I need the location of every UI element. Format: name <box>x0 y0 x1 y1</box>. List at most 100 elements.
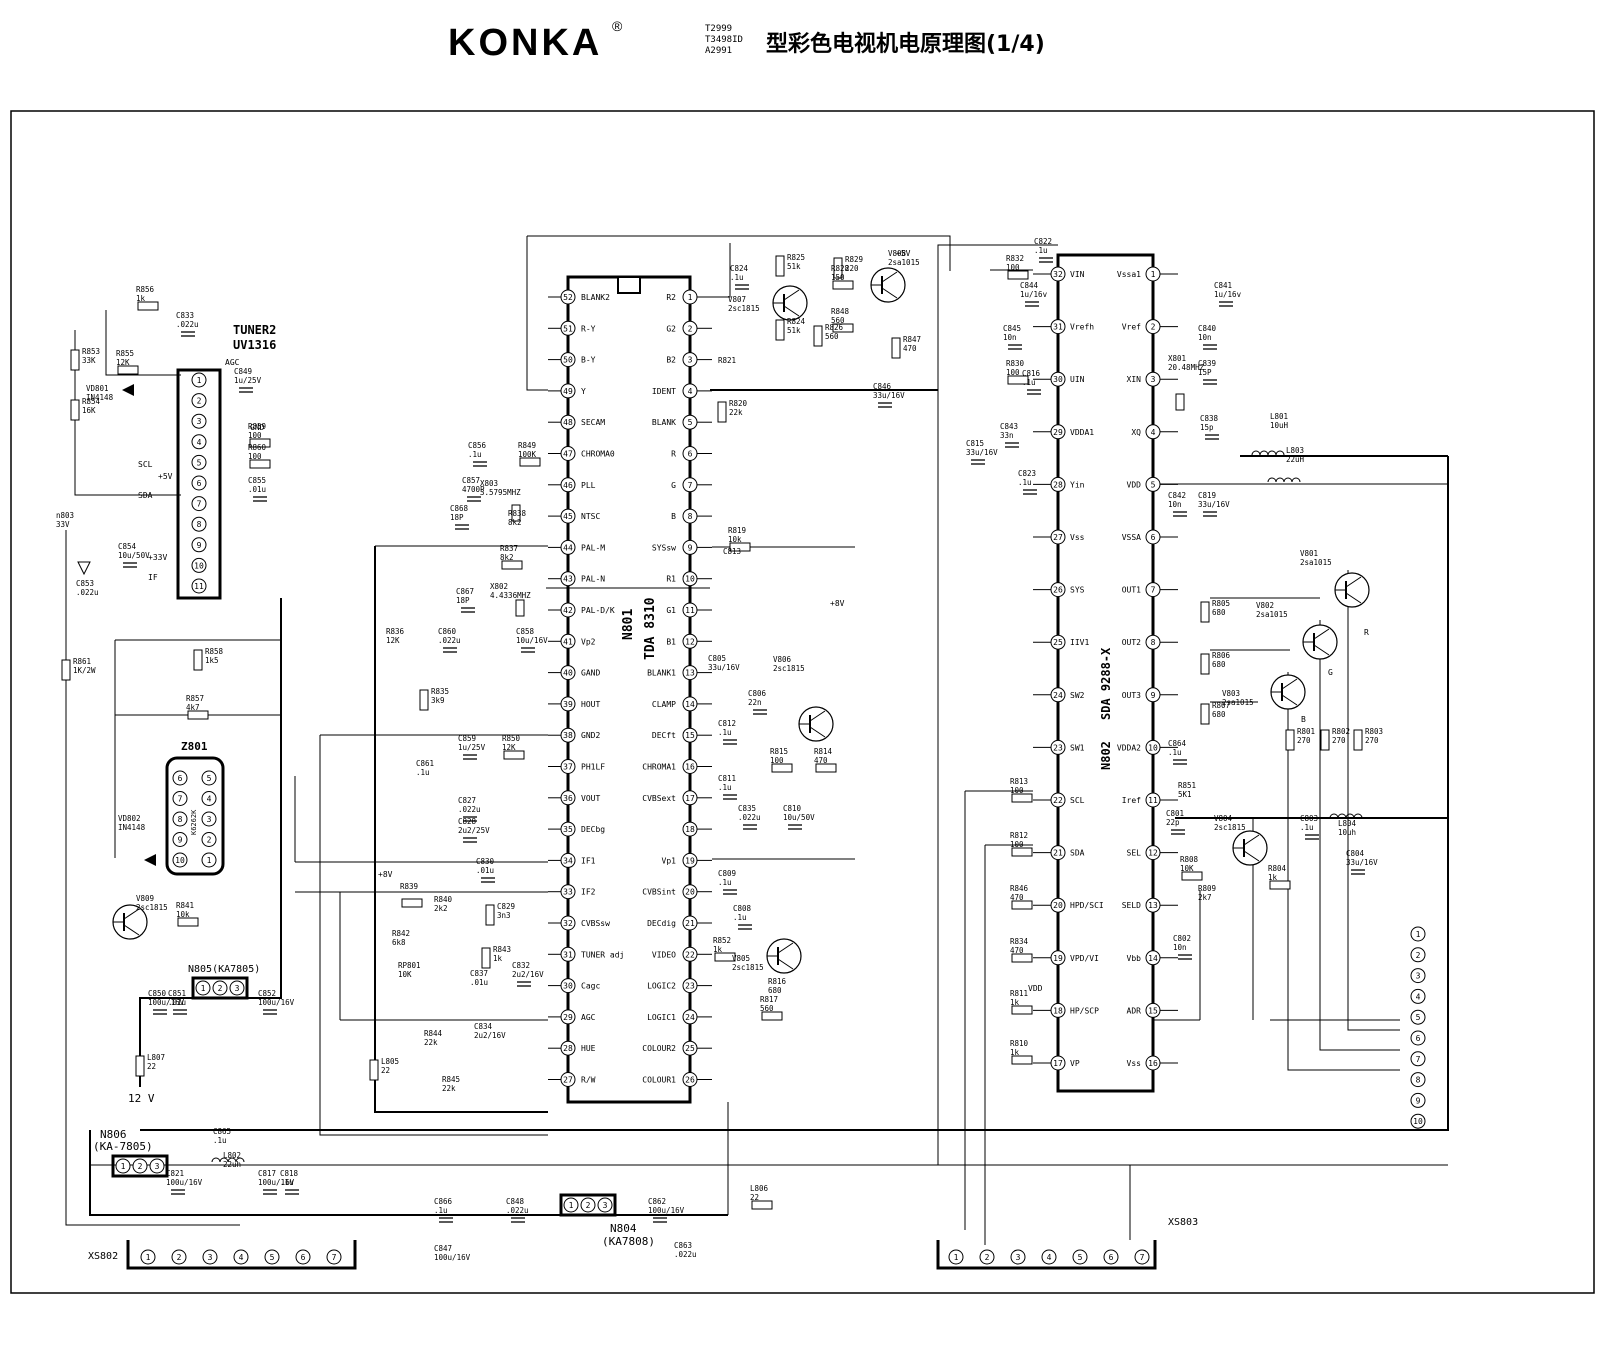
component-value: .1u <box>1300 823 1314 832</box>
pin-label: Vp2 <box>581 637 596 646</box>
component-value: 33u/16V <box>708 663 740 672</box>
tda-right-pin <box>682 602 698 618</box>
tda-left-pin <box>560 696 576 712</box>
component-ref: C850 <box>148 989 167 998</box>
pin-number: 11 <box>1148 796 1158 805</box>
sda-left-pin <box>1050 319 1066 335</box>
component-value: 100u/16V <box>166 1178 203 1187</box>
component-value: 1k <box>1268 873 1278 882</box>
tda-right-pin <box>682 759 698 774</box>
regulator-pin <box>132 1158 148 1174</box>
pin-number: 15 <box>685 731 695 740</box>
pin-label: GAND <box>581 669 600 678</box>
pin-number: 3 <box>235 984 240 993</box>
pin-number: 44 <box>563 543 573 552</box>
component-ref: R806 <box>1212 651 1231 660</box>
ic-sda9288-body <box>1056 253 1155 1093</box>
pin-label: BLANK1 <box>647 669 676 678</box>
component-value: 10n <box>1003 333 1017 342</box>
component-ref: VD801 <box>86 384 109 393</box>
component-ref: C855 <box>248 476 266 485</box>
pin-number: 18 <box>685 825 695 834</box>
wire <box>712 243 731 298</box>
component-value: 100 <box>248 431 262 440</box>
resistor-symbol <box>519 457 541 467</box>
component-value: 100 <box>1010 786 1024 795</box>
component-ref: R850 <box>502 734 521 743</box>
pin-number: 36 <box>563 794 573 803</box>
transistor-symbol <box>809 710 826 722</box>
component-ref: C839 <box>1198 359 1216 368</box>
component-value: 100 <box>248 452 262 461</box>
pin-number: 2 <box>985 1253 990 1262</box>
regulator-sub: (KA-7805) <box>93 1140 153 1153</box>
pin-number: 17 <box>685 794 695 803</box>
component-ref: C824 <box>730 264 749 273</box>
resistor-symbol <box>1200 703 1210 725</box>
pin-number: 6 <box>688 450 693 459</box>
component-ref: C868 <box>450 504 469 513</box>
inductor-symbol <box>1275 477 1285 483</box>
transistor-symbol <box>777 942 794 954</box>
pin-number: 14 <box>685 700 695 709</box>
transistor-symbol <box>809 726 826 738</box>
wire <box>1287 672 1400 1071</box>
component-value: 680 <box>1212 710 1226 719</box>
component-value: 51k <box>787 326 801 335</box>
pin-number: 7 <box>1151 586 1156 595</box>
tda-left-pin <box>560 978 576 994</box>
connector-pin <box>1010 1249 1026 1265</box>
component-ref: R859 <box>248 422 266 431</box>
resistor-symbol <box>61 659 71 681</box>
component-ref: R812 <box>1010 831 1028 840</box>
tuner-pin <box>191 475 207 491</box>
component-ref: C861 <box>416 759 434 768</box>
ic-name: TDA 8310 <box>643 597 658 660</box>
component-value: 3n3 <box>497 911 511 920</box>
model-number: A2991 <box>705 46 733 56</box>
pin-label: HOUT <box>581 700 600 709</box>
pin-number: 35 <box>563 825 573 834</box>
connector-pin <box>1041 1249 1057 1265</box>
konka-logo: KONKA <box>448 22 603 64</box>
regulator-pin <box>563 1197 579 1213</box>
component-value: 2u2/16V <box>512 970 544 979</box>
sda-right-pin <box>1145 424 1161 440</box>
resistor-symbol <box>1011 900 1033 910</box>
component-ref: R843 <box>493 945 511 954</box>
connector-pin <box>1072 1249 1088 1265</box>
component-value: 1k <box>493 954 503 963</box>
regulator-ref: N805(KA7805) <box>188 964 260 975</box>
regulator-ref: N806 <box>100 1128 127 1141</box>
tda-left-pin <box>560 446 576 461</box>
component-value: 560 <box>825 332 839 341</box>
net-label: +5V <box>158 472 173 481</box>
regulator-pin <box>195 980 211 996</box>
component-ref: C866 <box>434 1197 453 1206</box>
wire <box>1347 570 1400 1031</box>
resistor-symbol <box>117 365 139 375</box>
regulator-body <box>559 1193 617 1217</box>
pin-number: 2 <box>207 836 212 845</box>
pin-number: 4 <box>1151 428 1156 437</box>
component-value: 1K/2W <box>73 666 96 675</box>
component-ref: R852 <box>713 936 731 945</box>
component-value: 10n <box>1173 943 1187 952</box>
pin-number: 11 <box>194 582 204 591</box>
component-ref: L807 <box>147 1053 165 1062</box>
connector-pin <box>1410 926 1426 942</box>
pin-number: 12 <box>685 637 695 646</box>
component-ref: C859 <box>458 734 476 743</box>
connector-ref: XS802 <box>88 1251 118 1262</box>
regulator-ref: N804 <box>610 1222 637 1235</box>
pin-label: DECdig <box>647 919 676 928</box>
tuner-body <box>176 368 222 600</box>
component-ref: L802 <box>223 1151 241 1160</box>
pin-label: HUE <box>581 1044 596 1053</box>
component-value: 470 <box>903 344 917 353</box>
component-value: 22 <box>750 1193 759 1202</box>
diode-symbol <box>144 854 156 866</box>
component-value: 10K <box>398 970 412 979</box>
component-ref: R851 <box>1178 781 1196 790</box>
pin-label: IF2 <box>581 888 596 897</box>
